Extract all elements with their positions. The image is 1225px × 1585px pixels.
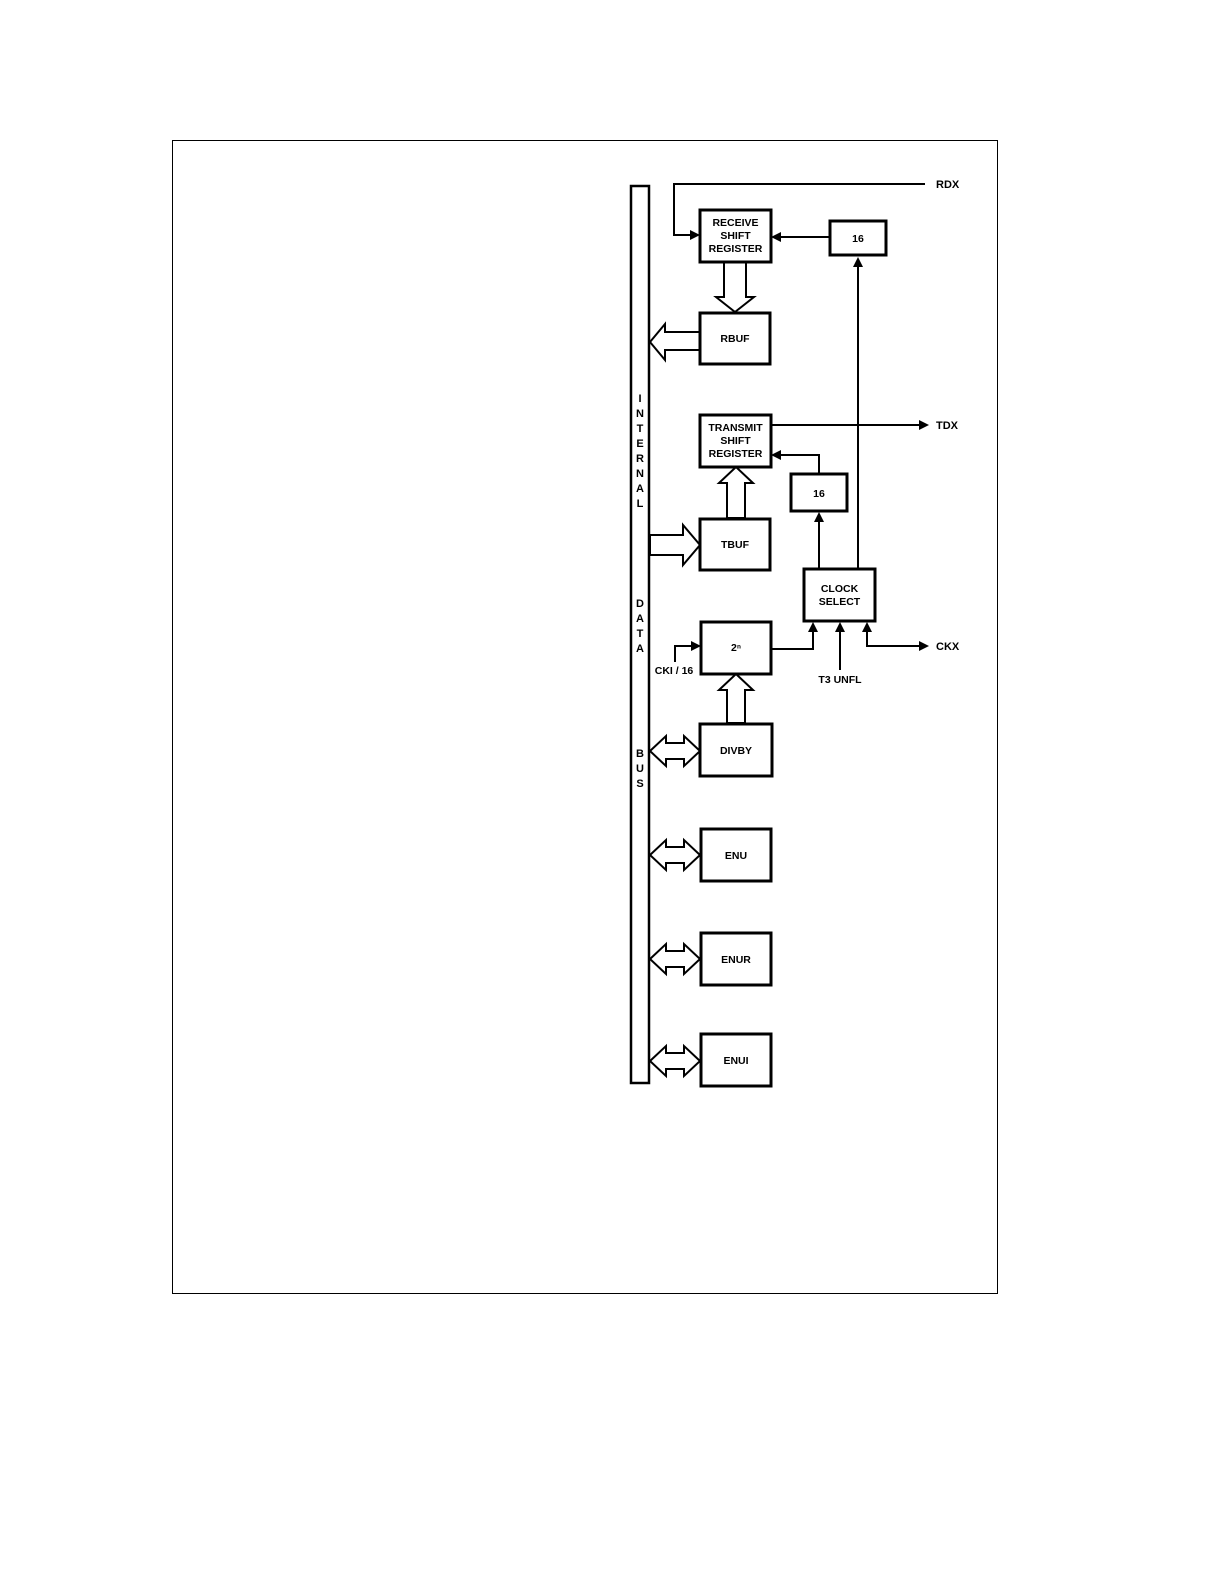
- bus-enur-bidir-arrow: [650, 944, 700, 974]
- block-label: SHIFT: [720, 230, 751, 242]
- bus-letter: A: [636, 613, 644, 625]
- block-label: RECEIVE: [712, 217, 758, 229]
- block-label: CLOCK: [821, 583, 859, 595]
- rsr-to-rbuf-arrow: [716, 262, 754, 312]
- bus-enu-bidir-arrow: [650, 840, 700, 870]
- tbuf-to-tsr-arrow: [719, 467, 753, 518]
- bus-letter: E: [636, 438, 643, 450]
- bus-letter: R: [636, 453, 644, 465]
- bus-divby-bidir-arrow: [650, 736, 700, 766]
- tdx-pin-label: TDX: [936, 420, 959, 432]
- divby-to-prescaler-arrow: [719, 674, 753, 723]
- bus-letter: T: [637, 628, 644, 640]
- block-label: SHIFT: [720, 435, 751, 447]
- divby-block: DIVBY: [700, 724, 772, 776]
- block-label: SELECT: [819, 596, 861, 608]
- block-label: RBUF: [720, 333, 750, 345]
- internal-data-bus: I N T E R N A L D A T A B U S: [631, 186, 649, 1083]
- prescaler-block: 2ⁿ: [701, 622, 771, 674]
- rx-divider-block: 16: [830, 221, 886, 255]
- tbuf-block: TBUF: [700, 519, 770, 570]
- bus-letter: S: [636, 778, 643, 790]
- block-label: DIVBY: [720, 745, 752, 757]
- block-label: 2ⁿ: [731, 642, 741, 654]
- rdx-pin-label: RDX: [936, 179, 960, 191]
- bus-to-tbuf-arrow: [650, 525, 700, 565]
- receive-shift-register-block: RECEIVE SHIFT REGISTER: [700, 210, 771, 262]
- ckx-pin-label: CKX: [936, 641, 960, 653]
- t3-unfl-signal-label: T3 UNFL: [818, 674, 862, 686]
- block-label: 16: [852, 233, 864, 245]
- bus-letter: D: [636, 598, 644, 610]
- block-label: 16: [813, 488, 825, 500]
- bus-letter: N: [636, 468, 644, 480]
- bus-letter: L: [637, 498, 644, 510]
- block-label: TBUF: [721, 539, 750, 551]
- block-label: ENU: [725, 850, 747, 862]
- block-label: REGISTER: [709, 243, 763, 255]
- cki-signal-label: CKI / 16: [655, 665, 694, 677]
- tx-divider-block: 16: [791, 474, 847, 511]
- rbuf-to-bus-arrow: [650, 324, 700, 360]
- bus-letter: N: [636, 408, 644, 420]
- block-label: ENUR: [721, 954, 751, 966]
- bus-letter: A: [636, 483, 644, 495]
- rbuf-block: RBUF: [700, 313, 770, 364]
- enui-block: ENUI: [701, 1034, 771, 1086]
- bus-letter: A: [636, 643, 644, 655]
- bus-letter: B: [636, 748, 644, 760]
- bus-letter: U: [636, 763, 644, 775]
- bus-letter: I: [638, 393, 641, 405]
- block-label: ENUI: [723, 1055, 748, 1067]
- transmit-shift-register-block: TRANSMIT SHIFT REGISTER: [700, 415, 771, 467]
- block-label: REGISTER: [709, 448, 763, 460]
- enur-block: ENUR: [701, 933, 771, 985]
- bus-letter: T: [637, 423, 644, 435]
- bus-enui-bidir-arrow: [650, 1046, 700, 1076]
- block-label: TRANSMIT: [708, 422, 763, 434]
- clock-select-block: CLOCK SELECT: [804, 569, 875, 621]
- enu-block: ENU: [701, 829, 771, 881]
